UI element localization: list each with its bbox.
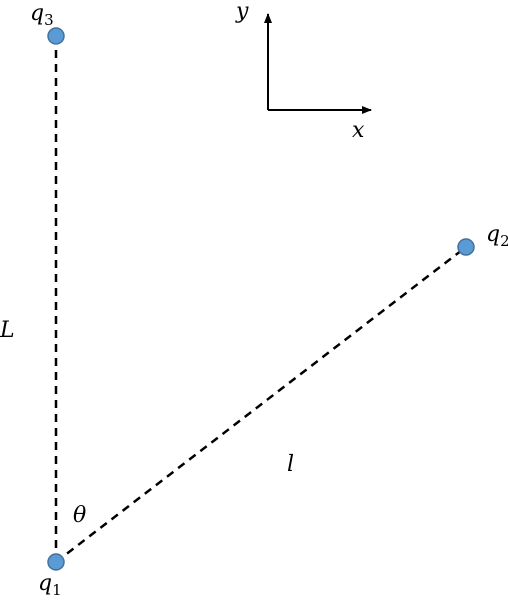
- charge-q3-base: q: [30, 1, 44, 26]
- charge-q2: [457, 238, 475, 256]
- charge-q2-subscript: 2: [500, 232, 508, 250]
- charge-q1-label: q1: [38, 571, 62, 599]
- charge-q1-base: q: [38, 571, 52, 596]
- x-axis-label: x: [352, 118, 365, 143]
- charge-q1-subscript: 1: [52, 581, 62, 599]
- diagonal-dashed-segment: [55, 246, 467, 563]
- charge-q1: [47, 553, 65, 571]
- charge-q3: [47, 27, 65, 45]
- diagonal-length-label: l: [287, 452, 294, 477]
- coordinate-axes: y x: [235, 0, 372, 143]
- y-axis-label: y: [235, 0, 249, 24]
- charge-q3-label: q3: [30, 1, 54, 29]
- charge-q2-base: q: [486, 222, 500, 247]
- charge-q3-subscript: 3: [44, 11, 54, 29]
- vertical-length-label: L: [0, 318, 15, 343]
- angle-theta-label: θ: [73, 503, 86, 528]
- charge-q2-label: q2: [486, 222, 508, 250]
